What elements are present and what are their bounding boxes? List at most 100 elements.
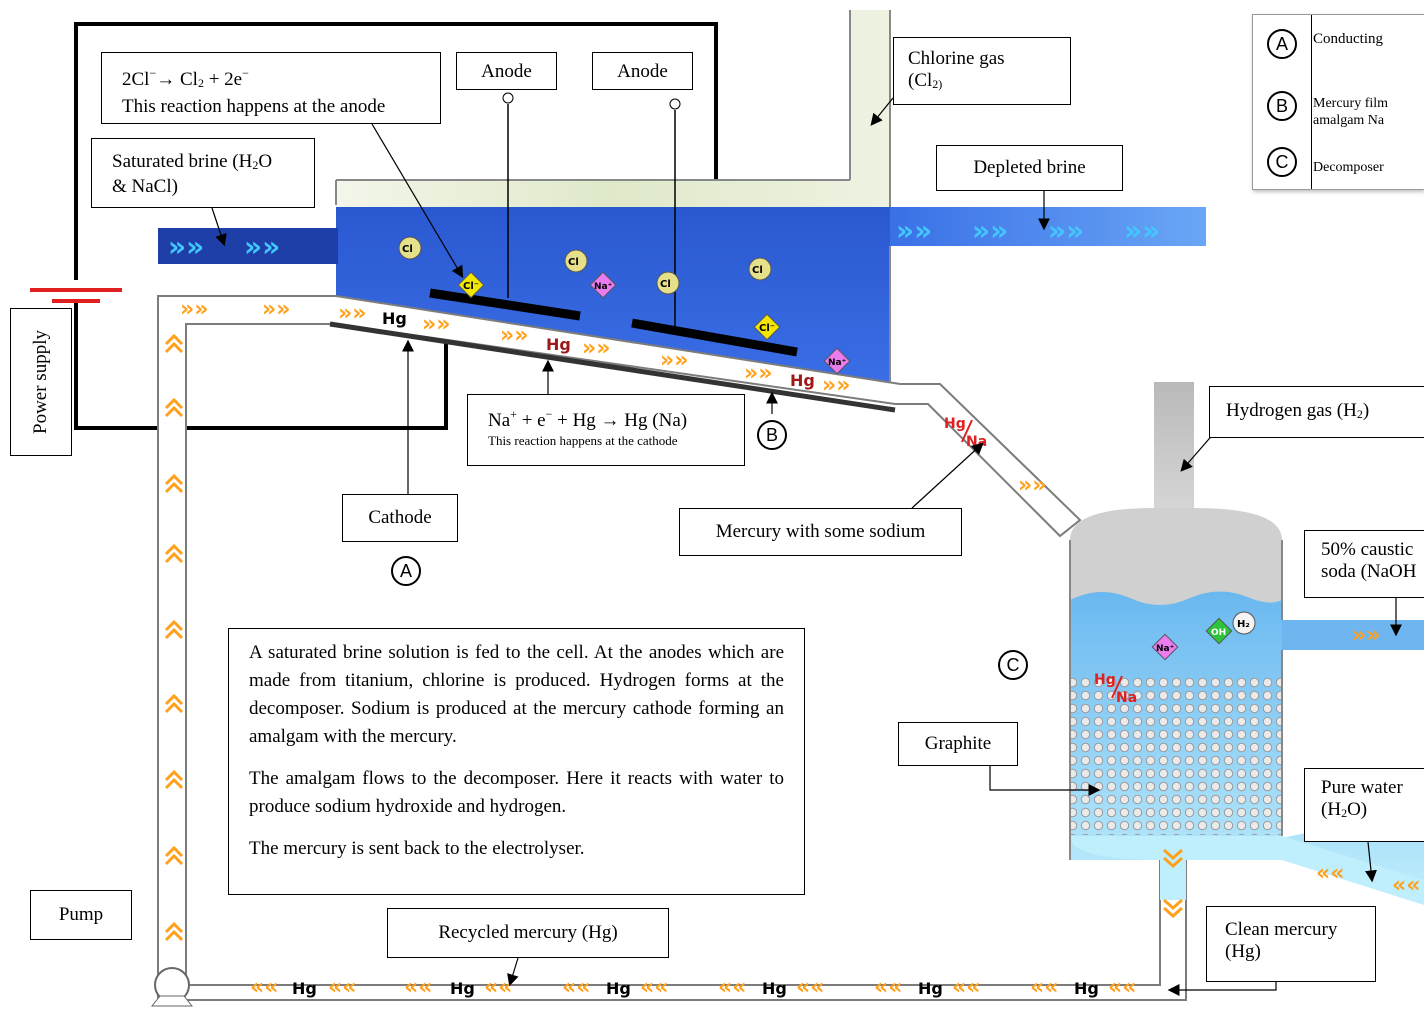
cl2-molecule: Cl (656, 271, 680, 295)
svg-text:Na⁺: Na⁺ (1156, 644, 1175, 654)
caustic-soda-label: 50% caustic soda (NaOH (1304, 530, 1424, 598)
svg-text:»»: »» (1352, 623, 1380, 648)
anode-reaction-equation: 2Cl−→ Cl2 + 2e− (122, 66, 249, 90)
legend-text-a: Conducting (1313, 31, 1383, 47)
hydrogen-gas-label: Hydrogen gas (H2) (1209, 386, 1424, 438)
graphite-label: Graphite (898, 722, 1018, 766)
pure-water-line2: (H2O) (1321, 799, 1368, 820)
svg-text:««: «« (640, 975, 668, 1000)
legend: A Conducting B Mercury film amalgam Na C… (1252, 14, 1424, 190)
cathode-reaction-equation: Na+ + e− + Hg → Hg (Na) (488, 407, 688, 431)
svg-text:Cl⁻: Cl⁻ (463, 281, 479, 292)
saturated-brine-label: Saturated brine (H2O & NaCl) (91, 138, 315, 208)
cathode-label: Cathode (342, 494, 458, 542)
upflow-chevrons (164, 333, 1183, 942)
svg-text:««: «« (1030, 975, 1058, 1000)
chlorine-gas-label: Chlorine gas (Cl2) (893, 37, 1071, 105)
leader-lines (211, 97, 1402, 996)
decomposer (1069, 382, 1424, 905)
pure-water-label: Pure water (H2O) (1304, 768, 1424, 842)
sodium-ion: Na⁺ (823, 347, 851, 375)
svg-text:««: «« (718, 975, 746, 1000)
svg-text:Hg: Hg (606, 979, 631, 998)
h2-molecule: H₂ (1232, 611, 1256, 635)
svg-text:»»: »» (500, 323, 528, 348)
legend-marker-b: B (1267, 91, 1297, 121)
clean-mercury-line1: Clean mercury (1225, 919, 1338, 940)
svg-text:««: «« (874, 975, 902, 1000)
svg-text:»»: »» (1018, 473, 1046, 498)
recycled-mercury-label: Recycled mercury (Hg) (387, 908, 669, 958)
cathode-reaction-note: This reaction happens at the cathode (488, 433, 678, 448)
return-chevrons: «« «« «« «« «« «« «« «« «« «« «« «« «« «… (250, 861, 1420, 1000)
anode-label-2: Anode (592, 52, 693, 90)
marker-a: A (391, 556, 421, 586)
svg-text:Na: Na (1116, 690, 1137, 706)
svg-text:OH: OH (1211, 628, 1226, 638)
hg-labels: Hg Hg Hg Hg Hg Hg Hg Hg Hg (292, 309, 1099, 998)
svg-text:»»: »» (244, 230, 280, 263)
legend-divider (1311, 15, 1312, 189)
description-box: A saturated brine solution is fed to the… (228, 628, 805, 895)
legend-text-b2: amalgam Na (1313, 113, 1385, 128)
pump-label: Pump (30, 890, 132, 940)
cl2-molecule: Cl (398, 236, 422, 260)
description-paragraph-2: The amalgam flows to the decomposer. Her… (249, 768, 784, 817)
depleted-brine-label: Depleted brine (936, 145, 1123, 191)
svg-text:Hg: Hg (382, 309, 407, 328)
legend-text-b1: Mercury film (1313, 96, 1389, 111)
cl2-molecule: Cl (748, 257, 772, 281)
svg-text:Hg: Hg (292, 979, 317, 998)
caustic-soda-line2: soda (NaOH (1321, 561, 1417, 582)
cl2-molecule: Cl (564, 249, 588, 273)
svg-text:»»: »» (582, 336, 610, 361)
sodium-ion: Na⁺ (1151, 633, 1179, 661)
chloride-ion: Cl⁻ (753, 313, 781, 341)
hydroxide-ion: OH (1205, 617, 1233, 645)
marker-c: C (998, 650, 1028, 680)
battery-icon (30, 288, 122, 303)
svg-text:Cl: Cl (568, 257, 579, 268)
svg-text:Na: Na (966, 434, 987, 450)
svg-text:Cl⁻: Cl⁻ (759, 323, 775, 334)
svg-text:Hg: Hg (762, 979, 787, 998)
svg-text:Na⁺: Na⁺ (594, 282, 613, 292)
svg-text:Cl: Cl (402, 244, 413, 255)
svg-text:««: «« (562, 975, 590, 1000)
svg-text:Hg: Hg (790, 371, 815, 390)
clean-mercury-label: Clean mercury (Hg) (1206, 906, 1376, 982)
power-supply-text: Power supply (30, 330, 51, 434)
svg-text:»»: »» (896, 214, 932, 247)
svg-text:Hg: Hg (1094, 672, 1116, 688)
mercury-chevrons: »» »» »» »» »» »» »» »» »» »» »» (180, 297, 1380, 648)
svg-text:Cl: Cl (752, 265, 763, 276)
svg-text:Hg: Hg (1074, 979, 1099, 998)
clean-mercury-line2: (Hg) (1225, 941, 1261, 962)
pure-water-line1: Pure water (1321, 777, 1403, 798)
description-paragraph-3: The mercury is sent back to the electrol… (249, 838, 585, 859)
saturated-brine-line2: & NaCl) (112, 176, 178, 197)
svg-text:Na⁺: Na⁺ (828, 358, 847, 368)
marker-b: B (757, 420, 787, 450)
anode-label-1: Anode (456, 52, 557, 90)
chlorine-gas-line1: Chlorine gas (908, 48, 1005, 69)
svg-text:H₂: H₂ (1237, 619, 1250, 630)
cathode-reaction-label: Na+ + e− + Hg → Hg (Na) This reaction ha… (467, 394, 745, 466)
svg-text:»»: »» (180, 297, 208, 322)
svg-text:««: «« (250, 975, 278, 1000)
legend-text-c: Decomposer (1313, 160, 1384, 175)
svg-text:»»: »» (338, 301, 366, 326)
svg-text:»»: »» (262, 297, 290, 322)
sodium-ion: Na⁺ (589, 271, 617, 299)
svg-text:»»: »» (422, 312, 450, 337)
svg-text:««: «« (796, 975, 824, 1000)
pump-icon (150, 967, 194, 1007)
legend-marker-c: C (1267, 147, 1297, 177)
svg-text:««: «« (404, 975, 432, 1000)
mercury-sodium-label: Mercury with some sodium (679, 508, 962, 556)
legend-marker-a: A (1267, 29, 1297, 59)
svg-text:««: «« (1108, 975, 1136, 1000)
saturated-brine-line1: Saturated brine (H2O (112, 151, 273, 172)
anode-reaction-label: 2Cl−→ Cl2 + 2e− This reaction happens at… (101, 52, 441, 124)
